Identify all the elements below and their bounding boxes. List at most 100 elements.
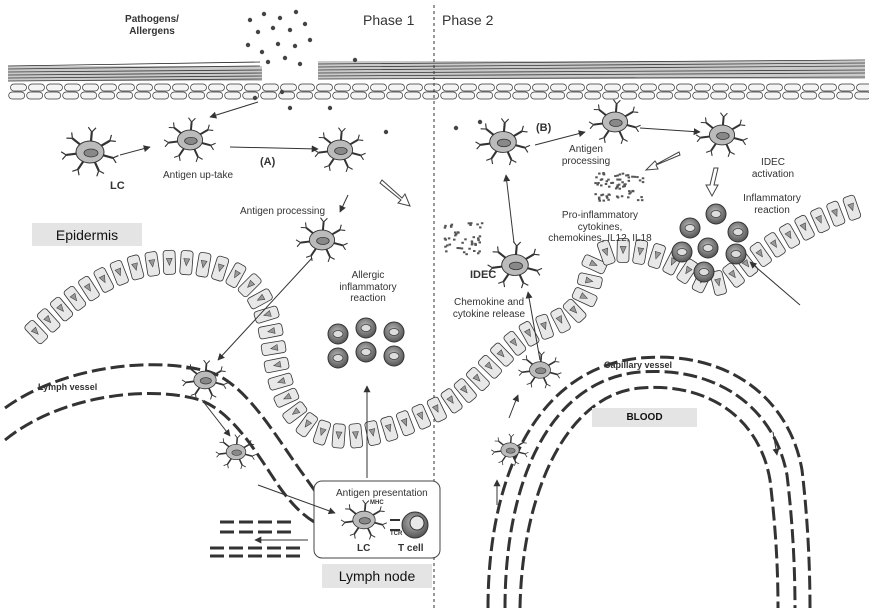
cytokine-dot	[641, 199, 644, 201]
cytokine-dot	[474, 243, 477, 245]
flat-cell	[533, 84, 549, 91]
granulocyte	[328, 348, 348, 368]
cytokine-dot	[640, 196, 643, 198]
flat-cell	[713, 84, 729, 91]
flat-cell	[767, 84, 783, 91]
stratum-corneum	[8, 60, 865, 81]
flat-cell	[837, 92, 853, 99]
epidermis-cell	[396, 410, 416, 437]
flat-cell	[657, 92, 673, 99]
granulocyte	[384, 346, 404, 366]
epidermis-cell	[842, 194, 861, 221]
flow-arrows	[120, 102, 800, 540]
flat-cell	[821, 84, 837, 91]
epidermis-cell	[411, 403, 432, 430]
cytokine-dot	[629, 192, 632, 194]
flat-cell	[299, 84, 315, 91]
flat-cell	[693, 92, 709, 99]
cytokine-dot	[618, 184, 621, 186]
granulocyte	[384, 322, 404, 342]
flat-cell	[623, 84, 639, 91]
flat-cell	[371, 84, 387, 91]
cytokine-dot	[621, 181, 624, 183]
flat-cell	[65, 84, 81, 91]
epidermis-cell	[163, 250, 176, 274]
cytokine-dot	[619, 173, 622, 175]
flat-cell	[45, 92, 61, 99]
dendritic-cell	[216, 435, 256, 469]
flat-cell	[173, 84, 189, 91]
pathogen-particle	[280, 90, 284, 94]
flat-cell	[479, 84, 495, 91]
flat-cell	[783, 92, 799, 99]
dendritic-cell	[589, 100, 641, 144]
flat-cell	[351, 92, 367, 99]
flat-cell	[407, 84, 423, 91]
cytokine-dot	[617, 196, 620, 198]
flat-cell	[551, 84, 567, 91]
flat-cell	[855, 92, 869, 99]
pathogen-particle	[454, 126, 458, 130]
flat-cell	[225, 92, 241, 99]
flat-cell	[353, 84, 369, 91]
cytokine-dot	[618, 179, 621, 181]
flat-cell	[119, 84, 135, 91]
antigen-processing-label: Antigen processing	[240, 206, 325, 218]
allergic-reaction-label: Allergicinflammatoryreaction	[338, 270, 398, 305]
cytokine-dot	[598, 198, 601, 200]
cytokine-dot	[470, 222, 473, 224]
cytokine-dot	[594, 193, 597, 195]
cytokine-dot	[594, 182, 597, 184]
epidermis-cell	[267, 372, 293, 390]
flat-cell	[711, 92, 727, 99]
granulocyte	[672, 242, 692, 262]
granulocyte	[706, 204, 726, 224]
flat-cell	[603, 92, 619, 99]
epidermis-cell	[253, 305, 279, 323]
cytokine-dot	[610, 182, 613, 184]
cytokine-dot	[600, 194, 603, 196]
flat-cell	[117, 92, 133, 99]
dendritic-cell	[296, 218, 348, 262]
flat-cell	[443, 84, 459, 91]
granulocyte	[694, 262, 714, 282]
pathogen-particle	[266, 60, 270, 64]
cytokine-dot	[621, 195, 624, 197]
pathogen-particle	[271, 26, 275, 30]
pathogen-particle	[294, 10, 298, 14]
flat-cell	[585, 92, 601, 99]
lymph-vessel-label: Lymph vessel	[38, 382, 97, 392]
flat-cell	[531, 92, 547, 99]
flat-cell	[335, 84, 351, 91]
pathogen-particle	[384, 130, 388, 134]
flat-cell	[621, 92, 637, 99]
phase2-antigen-processing-label: Antigenprocessing	[556, 144, 616, 167]
cytokine-dot	[461, 247, 464, 249]
pathogen-particle	[276, 42, 280, 46]
cytokine-dot	[617, 175, 620, 177]
cytokine-dot	[614, 175, 617, 177]
flat-cell	[731, 84, 747, 91]
cytokine-dot	[476, 223, 479, 225]
epidermis-cell	[647, 243, 666, 270]
cytokine-dot	[634, 176, 637, 178]
cytokine-dot	[605, 183, 608, 185]
flat-cell	[29, 84, 45, 91]
granulocyte	[726, 244, 746, 264]
cytokine-dot	[455, 233, 458, 235]
flat-cell	[135, 92, 151, 99]
flat-cell	[695, 84, 711, 91]
granulocyte	[356, 342, 376, 362]
pathogens-label: Pathogens/Allergens	[112, 14, 192, 37]
flat-cell	[477, 92, 493, 99]
inflammatory-reaction-label: Inflammatoryreaction	[737, 193, 807, 216]
epidermis-cell	[211, 255, 230, 281]
cytokine-dot	[625, 174, 628, 176]
cytokine-dot	[450, 226, 453, 228]
cytokine-dot	[445, 250, 448, 252]
flat-cell	[99, 92, 115, 99]
flat-cell	[569, 84, 585, 91]
cytokine-dot	[479, 241, 482, 243]
cytokine-dot	[446, 244, 449, 246]
flat-cell	[765, 92, 781, 99]
